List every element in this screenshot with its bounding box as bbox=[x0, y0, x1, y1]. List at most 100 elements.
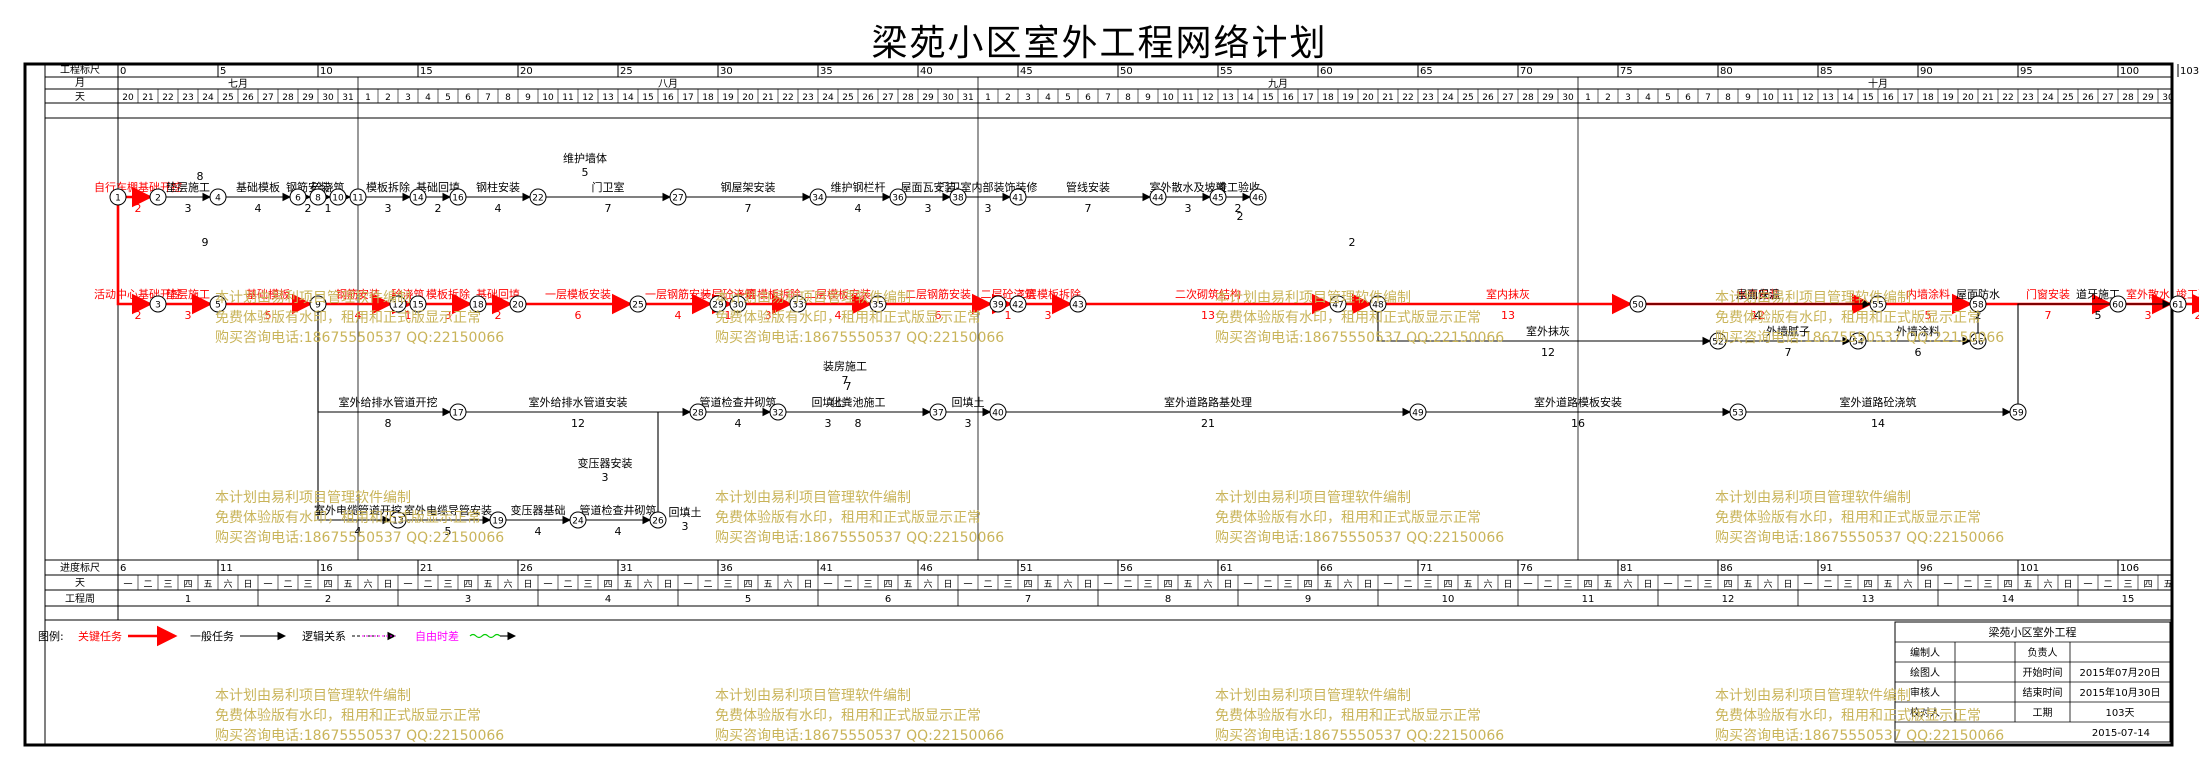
network-node bbox=[389, 295, 407, 313]
network-node bbox=[1969, 295, 1987, 313]
network-node bbox=[1069, 295, 1087, 313]
node-number: 15 bbox=[412, 301, 423, 311]
watermark-text: 本计划由易利项目管理软件编制免费体验版有水印，租用和正式版显示正常购买咨询电话:… bbox=[1215, 290, 1505, 346]
weekday-label: 二 bbox=[1683, 580, 1692, 590]
weekday-label: 二 bbox=[703, 580, 712, 590]
weekday-label: 三 bbox=[1283, 580, 1292, 590]
day-number: 8 bbox=[505, 93, 511, 103]
weekday-label: 五 bbox=[763, 580, 772, 590]
task-duration: 3 bbox=[445, 309, 452, 322]
progress-scale-tick: 6 bbox=[120, 563, 126, 574]
network-node bbox=[1009, 295, 1027, 313]
task-duration: 1 bbox=[405, 309, 412, 322]
task-arrow bbox=[116, 205, 153, 315]
network-node bbox=[409, 295, 427, 313]
network-node bbox=[709, 295, 727, 313]
progress-scale-tick: 61 bbox=[1220, 563, 1233, 574]
work-scale-tick: 0 bbox=[120, 66, 126, 77]
day-number: 27 bbox=[1502, 93, 1513, 103]
weekday-label: 四 bbox=[1303, 580, 1312, 590]
task-label: 室外道路砼浇筑 bbox=[1840, 395, 1917, 409]
week-label: 8 bbox=[1165, 594, 1171, 605]
task-duration: 2 bbox=[1235, 202, 1242, 215]
float-label: 8 bbox=[197, 170, 204, 183]
progress-scale-tick: 26 bbox=[520, 563, 533, 574]
weekday-label: 日 bbox=[243, 579, 252, 590]
weekday-label: 四 bbox=[463, 580, 472, 590]
day-number: 13 bbox=[1222, 93, 1233, 103]
weekday-label: 二 bbox=[1403, 580, 1412, 590]
week-label: 4 bbox=[605, 594, 611, 605]
node-number: 1 bbox=[115, 194, 121, 204]
day-number: 28 bbox=[1522, 93, 1534, 103]
title-block-cell: 负责人 bbox=[2028, 646, 2058, 659]
day-number: 12 bbox=[582, 93, 593, 103]
day-number: 29 bbox=[302, 93, 314, 103]
day-number: 7 bbox=[485, 93, 491, 103]
task-duration: 2 bbox=[305, 202, 312, 215]
node-number: 58 bbox=[1972, 301, 1984, 311]
progress-scale-tick: 46 bbox=[920, 563, 933, 574]
task-duration: 3 bbox=[2145, 309, 2152, 322]
progress-scale-tick: 106 bbox=[2120, 563, 2139, 574]
weekday-label: 一 bbox=[1523, 580, 1532, 590]
task-label: 室外电缆管道开挖 bbox=[314, 503, 402, 517]
node-number: 6 bbox=[295, 194, 301, 204]
weekday-label: 六 bbox=[643, 578, 652, 590]
float-label: 2 bbox=[1237, 210, 1244, 223]
network-node bbox=[809, 188, 827, 206]
watermark-text: 本计划由易利项目管理软件编制免费体验版有水印，租用和正式版显示正常购买咨询电话:… bbox=[1715, 290, 2005, 346]
node-number: 4 bbox=[215, 194, 221, 204]
day-number: 30 bbox=[1562, 93, 1574, 103]
weekday-label: 日 bbox=[803, 579, 812, 590]
task-label: 基础回填 bbox=[416, 180, 460, 194]
network-node bbox=[449, 188, 467, 206]
task-duration: 3 bbox=[185, 202, 192, 215]
day-number: 4 bbox=[425, 93, 431, 103]
title-block-cell: 工期 bbox=[2033, 707, 2053, 719]
task-duration: 4 bbox=[1755, 309, 1762, 322]
weekday-label: 六 bbox=[1763, 578, 1772, 590]
task-label: 竣工验收 bbox=[1216, 180, 1260, 194]
node-number: 18 bbox=[472, 301, 484, 311]
network-node bbox=[989, 403, 1007, 421]
task-label: 室外道路路基处理 bbox=[1164, 395, 1252, 409]
task-label: 屋面瓦安装 bbox=[901, 180, 956, 194]
watermark-text: 本计划由易利项目管理软件编制免费体验版有水印，租用和正式版显示正常购买咨询电话:… bbox=[215, 490, 505, 546]
weekday-label: 三 bbox=[863, 580, 872, 590]
network-node bbox=[1729, 403, 1747, 421]
node-number: 34 bbox=[812, 194, 824, 204]
task-label: 模板拆除 bbox=[366, 180, 410, 194]
task-duration: 6 bbox=[1915, 346, 1922, 359]
task-duration: 8 bbox=[855, 417, 862, 430]
task-duration: 14 bbox=[1871, 417, 1885, 430]
node-number: 56 bbox=[1972, 338, 1984, 348]
task-duration: 12 bbox=[1751, 309, 1765, 322]
day-number: 13 bbox=[1822, 93, 1833, 103]
node-number: 5 bbox=[215, 301, 221, 311]
day-number: 1 bbox=[985, 93, 991, 103]
weekday-label: 三 bbox=[1003, 580, 1012, 590]
task-duration: 5 bbox=[445, 525, 452, 538]
legend-float-wave bbox=[469, 633, 501, 639]
title-block-cell: 校对人 bbox=[1910, 706, 1940, 719]
day-number: 10 bbox=[542, 93, 554, 103]
network-node bbox=[449, 403, 467, 421]
weekday-label: 日 bbox=[663, 579, 672, 590]
network-node bbox=[409, 188, 427, 206]
task-duration: 4 bbox=[355, 309, 362, 322]
node-number: 8 bbox=[315, 194, 321, 204]
day-number: 6 bbox=[465, 93, 471, 103]
weekday-label: 一 bbox=[683, 580, 692, 590]
work-scale-tick: 100 bbox=[2120, 66, 2139, 77]
weekday-label: 一 bbox=[1383, 580, 1392, 590]
task-duration: 1 bbox=[325, 202, 332, 215]
axis-row-label: 天 bbox=[75, 92, 85, 103]
work-scale-tick: 45 bbox=[1020, 66, 1033, 77]
day-number: 23 bbox=[182, 93, 193, 103]
day-number: 17 bbox=[1302, 93, 1313, 103]
month-label: 十月 bbox=[1868, 77, 1888, 90]
network-node bbox=[2109, 295, 2127, 313]
day-number: 30 bbox=[2162, 93, 2174, 103]
weekday-label: 四 bbox=[183, 580, 192, 590]
